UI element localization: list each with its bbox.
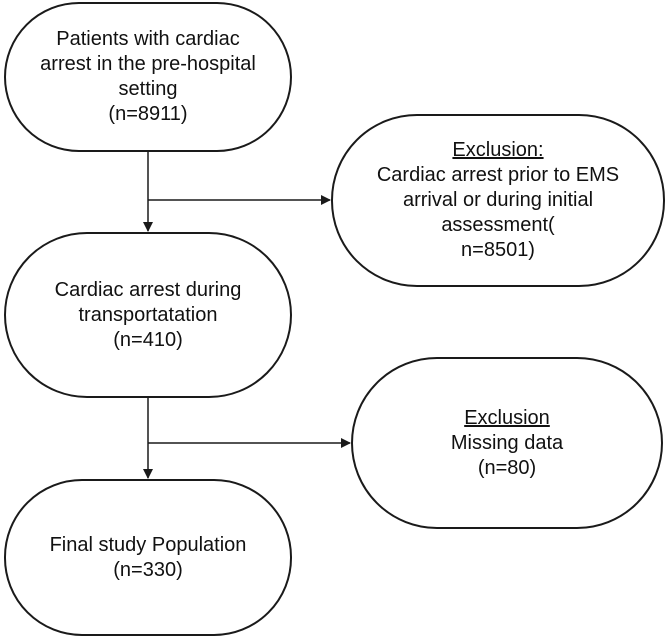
node-transport-line: Cardiac arrest during: [54, 278, 242, 301]
node-patients: Patients with cardiac arrest in the pre-…: [4, 2, 292, 152]
node-patients-line: setting: [118, 78, 178, 100]
node-exclusion-missing-line: Missing data: [450, 431, 564, 454]
node-final-line: Final study Population: [49, 533, 247, 556]
node-patients-count: (n=8911): [108, 103, 188, 125]
node-final: Final study Population (n=330): [4, 479, 292, 636]
node-transport-line: transportatation: [78, 303, 218, 326]
node-exclusion-ems: Exclusion: Cardiac arrest prior to EMS a…: [331, 114, 665, 287]
node-exclusion-ems-heading: Exclusion:: [452, 139, 544, 161]
node-exclusion-missing: Exclusion Missing data (n=80): [351, 357, 663, 529]
node-exclusion-missing-count: (n=80): [477, 456, 537, 479]
node-patients-line: Patients with cardiac: [56, 28, 240, 50]
node-transport: Cardiac arrest during transportatation (…: [4, 232, 292, 398]
node-final-count: (n=330): [113, 558, 183, 581]
node-exclusion-ems-line: Cardiac arrest prior to EMS: [376, 164, 620, 186]
node-patients-line: arrest in the pre-hospital: [40, 53, 256, 75]
node-transport-count: (n=410): [113, 328, 183, 351]
node-exclusion-ems-line: arrival or during initial: [402, 189, 594, 211]
node-exclusion-ems-line: assessment(: [441, 214, 555, 236]
node-exclusion-missing-heading: Exclusion: [464, 406, 550, 429]
node-exclusion-ems-count: n=8501): [461, 239, 535, 261]
